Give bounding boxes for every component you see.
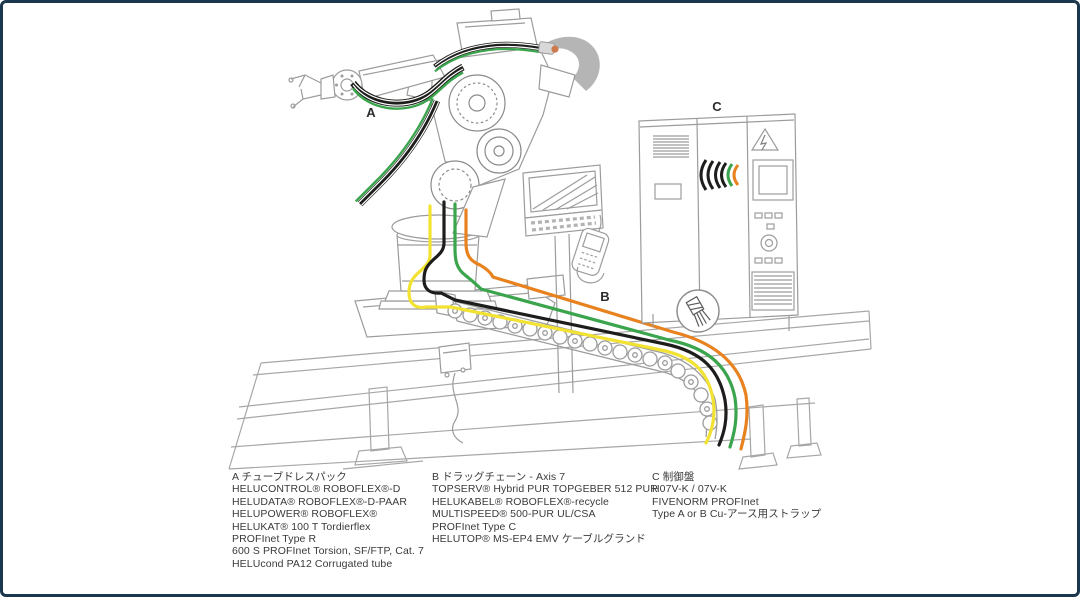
gripper-icon <box>288 74 336 109</box>
label-b: B <box>600 289 609 304</box>
warning-triangle-icon <box>750 127 780 151</box>
cable-orange <box>464 208 749 451</box>
magnifier-detail-icon <box>676 289 720 333</box>
drag-chain-links <box>447 303 718 431</box>
teach-pendant-illustration <box>571 214 610 284</box>
control-cabinet-illustration <box>638 113 799 331</box>
cabinet-cable-arcs <box>699 159 740 191</box>
counterweight-shape <box>546 36 600 91</box>
dresspack-forearm-bundle <box>350 63 465 110</box>
cable-green <box>453 202 738 449</box>
robot-arm-illustration <box>288 8 600 238</box>
label-c: C <box>712 99 722 114</box>
junction-box-illustration <box>438 342 472 444</box>
dresspack-top-bundle <box>433 41 559 73</box>
label-a: A <box>366 105 376 120</box>
robot-cell-illustration: A B C <box>228 8 872 470</box>
cable-black <box>422 200 728 447</box>
cable-connector-icon <box>538 41 559 55</box>
dresspack-lower-bundle <box>354 97 441 207</box>
monitor-illustration <box>522 164 604 394</box>
cable-yellow <box>407 204 716 445</box>
